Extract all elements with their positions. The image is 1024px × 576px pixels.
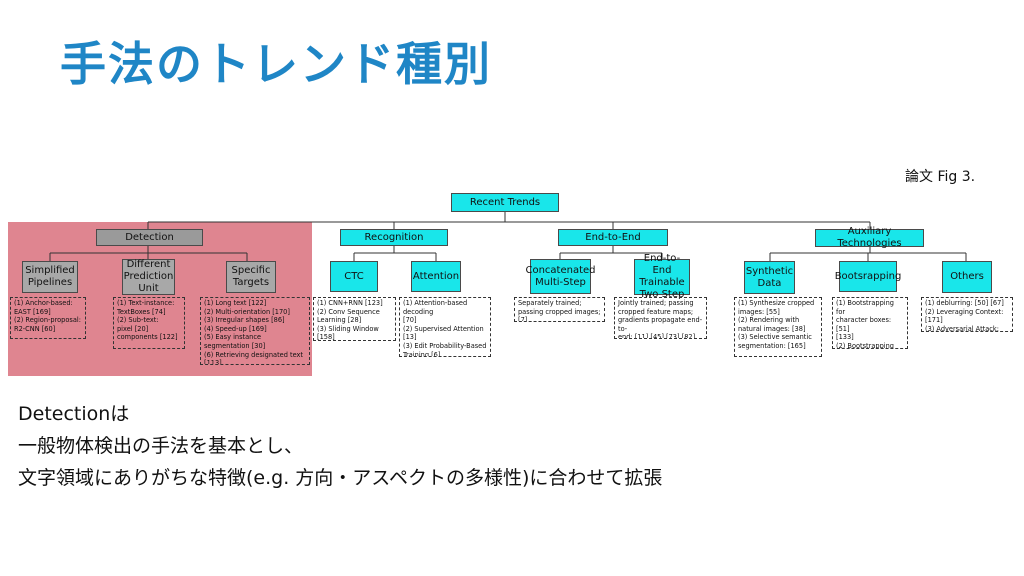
slide-title: 手法のトレンド種別 bbox=[60, 37, 492, 91]
specific-targets-node: Specific Targets bbox=[226, 261, 276, 293]
detection-node: Detection bbox=[96, 229, 203, 246]
two-step-detail: Jointly trained; passing cropped feature… bbox=[614, 297, 707, 339]
ctc-detail: (1) CNN+RNN [123] (2) Conv Sequence Lear… bbox=[313, 297, 396, 341]
body-line-2: 一般物体検出の手法を基本とし、 bbox=[18, 435, 304, 457]
synthetic-data-node: Synthetic Data bbox=[744, 261, 795, 294]
concatenated-detail: Separately trained; passing cropped imag… bbox=[514, 297, 605, 322]
bootstrapping-detail: (1) Bootstrapping for character boxes: [… bbox=[832, 297, 908, 349]
attention-detail: (1) Attention-based decoding [70] (2) Su… bbox=[399, 297, 491, 357]
end-to-end-node: End-to-End bbox=[558, 229, 668, 246]
attention-node: Attention bbox=[411, 261, 461, 292]
different-prediction-unit-node: Different Prediction Unit bbox=[122, 259, 175, 295]
root-node: Recent Trends bbox=[451, 193, 559, 212]
body-line-1: Detectionは bbox=[18, 403, 130, 425]
body-line-3: 文字領域にありがちな特徴(e.g. 方向・アスペクトの多様性)に合わせて拡張 bbox=[18, 467, 663, 489]
concatenated-multistep-node: Concatenated Multi-Step bbox=[525, 259, 596, 294]
simplified-pipelines-node: Simplified Pipelines bbox=[22, 261, 78, 293]
bootstrapping-node: Bootsrapping bbox=[835, 261, 901, 292]
detection-highlight bbox=[8, 222, 312, 376]
different-unit-detail: (1) Text-instance: TextBoxes [74] (2) Su… bbox=[113, 297, 185, 349]
figure-reference: 論文 Fig 3. bbox=[905, 169, 976, 185]
recognition-node: Recognition bbox=[340, 229, 448, 246]
ctc-node: CTC bbox=[330, 261, 378, 292]
specific-detail: (1) Long text [122] (2) Multi-orientatio… bbox=[200, 297, 310, 365]
others-node: Others bbox=[942, 261, 992, 293]
end-to-end-trainable-node: End-to-End Trainable Two Step bbox=[634, 253, 690, 300]
synthetic-detail: (1) Synthesize cropped images: [55] (2) … bbox=[734, 297, 822, 357]
simplified-detail: (1) Anchor-based: EAST [169] (2) Region-… bbox=[10, 297, 86, 339]
others-detail: (1) deblurring: [50] [67] (2) Leveraging… bbox=[921, 297, 1013, 332]
auxiliary-node: Auxiliary Technologies bbox=[815, 226, 924, 249]
